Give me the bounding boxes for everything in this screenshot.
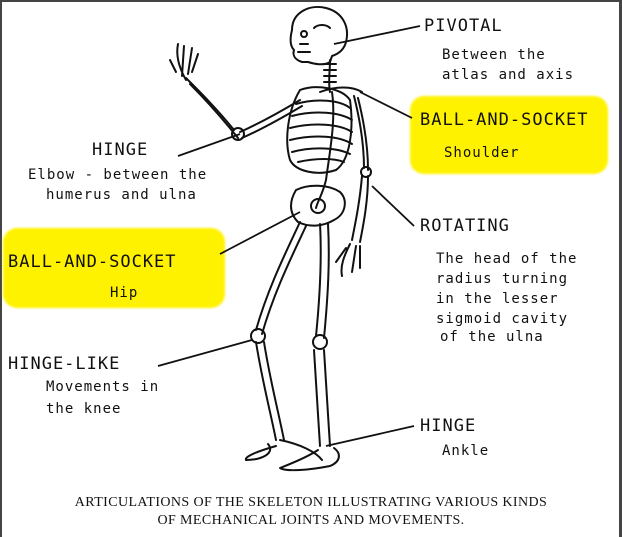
shoulder-leader [359,91,413,119]
knee-title: HINGE-LIKE [8,354,121,374]
knee-leader [157,339,253,367]
rotating-desc-3: in the lesser [436,291,559,307]
caption-line-2: OF MECHANICAL JOINTS AND MOVEMENTS. [157,513,465,528]
spine [315,91,335,209]
rotating-desc-5: of the ulna [440,329,544,345]
elbow-title: HINGE [92,140,149,160]
skull [289,6,348,66]
hanging-forearm [351,175,363,241]
knee-desc-2: the knee [46,401,122,417]
femur-back [255,221,301,331]
caption-line-1: ARTICULATIONS OF THE SKELETON ILLUSTRATI… [74,495,548,510]
shoulder-desc: Shoulder [444,145,520,161]
elbow-desc-2: humerus and ulna [46,187,197,203]
right-border [619,0,622,537]
pivotal-leader [333,25,421,45]
pelvis [290,184,346,227]
rotating-desc-4: sigmoid cavity [436,311,569,327]
hanging-hand [335,243,361,277]
foot-back [244,439,323,461]
hip-title: BALL-AND-SOCKET [8,252,177,272]
hip-desc: Hip [110,285,139,301]
raised-hand [169,43,199,81]
top-border [0,0,622,2]
tibia-front [313,349,321,447]
ankle-title: HINGE [420,416,477,436]
pivotal-desc-2: atlas and axis [442,67,575,83]
raised-forearm [185,77,235,131]
elbow-leader [177,133,241,157]
hip-leader [219,211,301,255]
left-border [0,0,2,537]
pivotal-title: PIVOTAL [424,16,503,36]
rotating-title: ROTATING [420,216,510,236]
hanging-upper-arm [353,95,365,169]
foot-front [279,447,340,472]
elbow-desc-1: Elbow - between the [28,167,208,183]
rib-cage [286,86,353,174]
pivotal-desc-1: Between the [442,47,546,63]
tibia-back [255,341,277,441]
knee-desc-1: Movements in [46,379,160,395]
clavicle [319,86,363,93]
rotating-leader [371,185,415,227]
femur-front [315,223,322,337]
ankle-leader [325,425,415,447]
ankle-desc: Ankle [442,443,490,459]
shoulder-title: BALL-AND-SOCKET [420,110,589,130]
rotating-desc-2: radius turning [436,271,569,287]
raised-upper-arm [239,99,301,133]
shoulder-highlight [410,96,608,174]
rotating-desc-1: The head of the [436,251,578,267]
hip-highlight [3,228,225,308]
